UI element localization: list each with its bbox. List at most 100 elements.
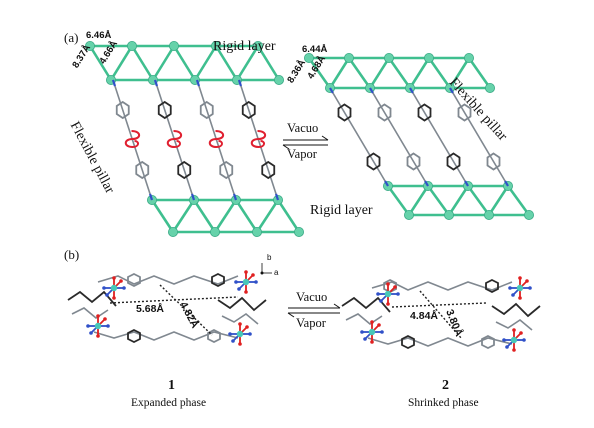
lattice-node xyxy=(463,53,474,64)
panel-b-diagram xyxy=(67,263,541,352)
ligand-chain xyxy=(495,319,533,331)
ligand-atom xyxy=(228,332,232,336)
metal-atom xyxy=(368,328,376,336)
ligand-atom xyxy=(112,296,116,300)
metal-atom xyxy=(510,336,518,344)
panel-a-diagram xyxy=(85,41,535,237)
ligand-atom xyxy=(103,317,107,321)
ligand-atom xyxy=(251,273,255,277)
ligand-atom xyxy=(522,338,526,342)
ligand-atom xyxy=(237,287,241,291)
lattice-node xyxy=(293,226,304,237)
aromatic-ring xyxy=(211,272,225,288)
metal-atom xyxy=(242,278,250,286)
ligand-atom xyxy=(238,342,242,346)
aromatic-ring xyxy=(486,152,501,171)
pillar-bond xyxy=(329,87,389,187)
ligand-atom xyxy=(112,276,116,280)
ligand-atom xyxy=(525,279,529,283)
metal-atom xyxy=(384,290,392,298)
ligand-atom xyxy=(386,302,390,306)
aromatic-ring xyxy=(417,103,432,122)
compound-2-phase: Shrinked phase xyxy=(408,397,479,409)
axis-indicator xyxy=(260,263,272,275)
ligand-atom xyxy=(508,286,512,290)
nitrogen-bond xyxy=(275,193,280,201)
coil-linker xyxy=(208,130,225,149)
nitrogen-bond xyxy=(449,87,454,94)
ligand-atom xyxy=(528,286,532,290)
ligand-atom xyxy=(396,292,400,296)
distance-label-b-left-1: 5.68Å xyxy=(136,303,165,315)
metal-atom xyxy=(516,284,524,292)
ligand-atom xyxy=(105,293,109,297)
compound-1-number: 1 xyxy=(168,378,175,393)
ligand-atom xyxy=(505,345,509,349)
ligand-atom xyxy=(122,286,126,290)
aromatic-ring xyxy=(457,103,472,122)
ligand-atom xyxy=(393,285,397,289)
ligand-atom xyxy=(519,331,523,335)
ligand-chain xyxy=(345,313,383,325)
nitrogen-bond xyxy=(384,180,389,187)
lattice-node xyxy=(251,226,262,237)
flexible-pillars-left xyxy=(111,79,280,201)
nitrogen-bond xyxy=(504,180,509,187)
nitrogen-bond xyxy=(233,193,238,201)
ligand-chain xyxy=(67,290,117,307)
pillar-bond xyxy=(369,87,429,187)
nitrogen-bond xyxy=(329,87,334,94)
distance-label-top-right: 6.44Å xyxy=(302,44,328,55)
ligand-atom xyxy=(380,330,384,334)
metal-atom xyxy=(110,284,118,292)
lattice-node xyxy=(127,41,138,52)
rigid-layer-label-left: Rigid layer xyxy=(213,39,276,54)
distance-dashed-line xyxy=(109,296,239,304)
pillar-bond xyxy=(449,87,509,187)
aromatic-ring xyxy=(115,100,130,120)
molecular-structure-expanded xyxy=(67,270,267,346)
ligand-atom xyxy=(360,330,364,334)
rigid-layer-label-right: Rigid layer xyxy=(310,203,373,218)
ligand-chain xyxy=(97,275,239,285)
aromatic-ring xyxy=(366,152,381,171)
lattice-node xyxy=(484,83,495,94)
nitrogen-bond xyxy=(409,87,414,94)
ligand-atom xyxy=(231,339,235,343)
nitrogen-bond xyxy=(464,180,469,187)
vapor-label-a: Vapor xyxy=(287,147,317,161)
ligand-atom xyxy=(86,324,90,328)
vacuo-label-a: Vacuo xyxy=(287,121,319,135)
ligand-atom xyxy=(370,320,374,324)
ligand-atom xyxy=(377,323,381,327)
axis-label-b: b xyxy=(267,253,272,262)
ligand-atom xyxy=(376,292,380,296)
rigid-layer-left-bottom xyxy=(146,194,304,237)
ligand-chain xyxy=(71,307,109,319)
ligand-chain xyxy=(221,313,259,325)
rigid-layer-left-top xyxy=(85,41,284,86)
equilibrium-arrows-b xyxy=(287,303,341,318)
distance-label-b-right-1: 4.84Å xyxy=(410,310,439,322)
metal-atom xyxy=(94,322,102,330)
lattice-node xyxy=(209,226,220,237)
ligand-chain xyxy=(93,331,239,341)
aromatic-ring xyxy=(199,100,214,120)
ligand-atom xyxy=(254,280,258,284)
aromatic-ring xyxy=(446,152,461,171)
lattice-node xyxy=(252,41,263,52)
aromatic-ring xyxy=(377,103,392,122)
ligand-chain xyxy=(341,296,391,313)
aromatic-ring xyxy=(127,272,141,288)
ligand-atom xyxy=(96,314,100,318)
lattice-node xyxy=(273,75,284,86)
coil-linker xyxy=(124,130,141,149)
axis-label-a: a xyxy=(274,268,279,277)
nitrogen-bond xyxy=(153,79,158,87)
aromatic-ring xyxy=(485,278,499,294)
lattice-node xyxy=(383,53,394,64)
aromatic-ring xyxy=(401,334,415,350)
lattice-node xyxy=(524,209,535,220)
distance-label-top-left: 6.46Å xyxy=(86,30,112,41)
